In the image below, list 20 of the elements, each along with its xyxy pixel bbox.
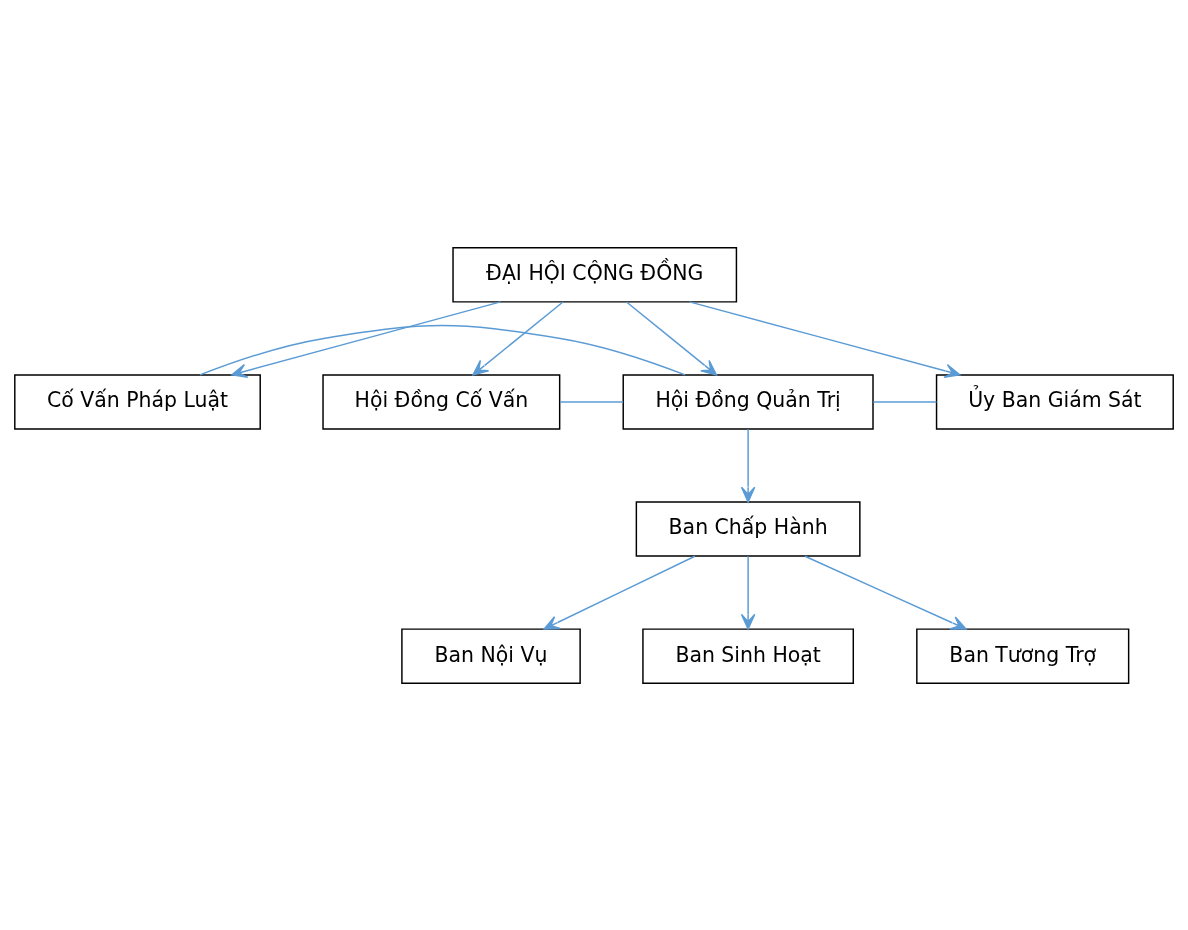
node-box: Ban Chấp Hành [635,500,861,557]
node-box: Ban Nội Vụ [401,627,581,684]
connector [199,324,686,376]
arrow [472,300,564,376]
arrow [740,427,756,503]
node-box: Cố Vấn Pháp Luật [14,373,261,430]
arrow [231,300,502,378]
arrow [688,300,961,378]
node-box: Hội Đồng Cố Vấn [322,373,561,430]
arrow [625,300,718,376]
node-box: Ban Sinh Hoạt [642,627,854,684]
node-box: Hội Đồng Quản Trị [622,373,874,430]
connector [872,400,938,403]
arrow [543,555,696,630]
connector [559,400,624,403]
node-box: ĐẠI HỘI CỘNG ĐỒNG [452,246,738,303]
arrow [740,555,756,630]
node-box: Ủy Ban Giám Sát [935,373,1174,430]
node-box: Ban Tương Trợ [916,627,1130,684]
arrow [804,555,967,630]
